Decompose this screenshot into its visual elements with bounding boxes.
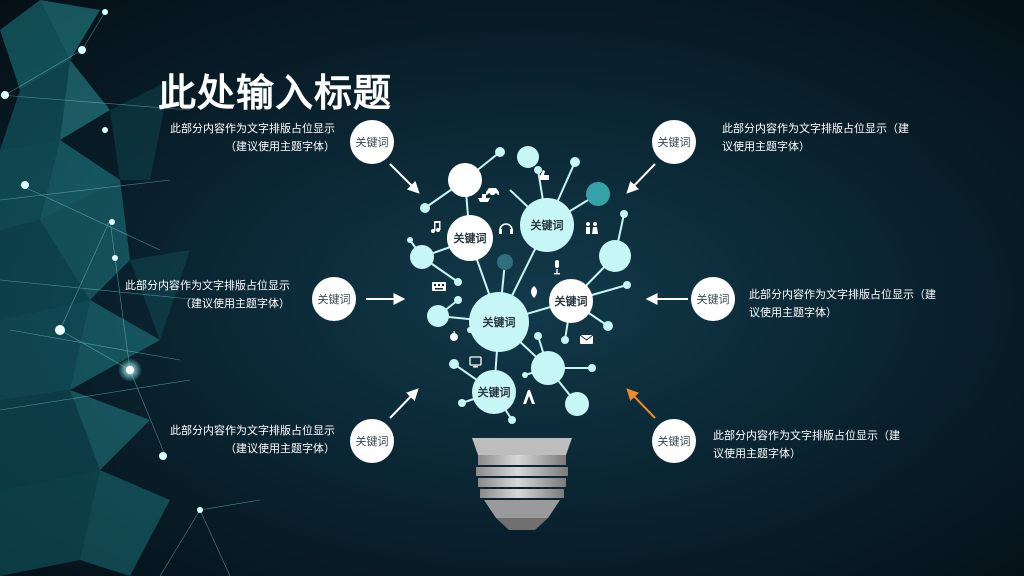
envelope-icon xyxy=(579,334,594,344)
polygon-mesh xyxy=(0,0,190,576)
leaf-icon xyxy=(531,286,537,298)
callout-text-bottom-left: 此部分内容作为文字排版占位显示 （建议使用主题字体） xyxy=(170,424,335,455)
bulb-socket xyxy=(472,438,572,530)
network-nodes xyxy=(1,9,203,513)
arrow-top-left xyxy=(389,163,420,194)
keyword-circle-bottom-right: 关键词 xyxy=(652,419,696,463)
keyword-circle-top-left: 关键词 xyxy=(350,120,394,164)
hub-label-3: 关键词 xyxy=(555,294,588,308)
arrow-top-right xyxy=(626,163,656,194)
arrow-bottom-right xyxy=(626,388,656,419)
callout-arrows xyxy=(366,163,688,419)
hub-label-2: 关键词 xyxy=(531,218,564,232)
car-icon xyxy=(486,188,499,197)
apple-icon xyxy=(450,331,458,341)
keyword-circle-bottom-left: 关键词 xyxy=(350,419,394,463)
eiffel-tower-icon xyxy=(523,390,535,404)
hub-label-1: 关键词 xyxy=(454,231,487,245)
network-lines xyxy=(0,11,261,576)
arrow-bottom-left xyxy=(389,388,419,419)
callout-text-mid-left: 此部分内容作为文字排版占位显示 （建议使用主题字体） xyxy=(125,279,290,310)
callout-text-mid-right: 此部分内容作为文字排版占位显示（建 议使用主题字体） xyxy=(749,288,936,319)
bulb-icons xyxy=(431,170,598,404)
keyword-circle-mid-right: 关键词 xyxy=(691,277,735,321)
ship-icon xyxy=(478,194,490,202)
bulb-hub-nodes xyxy=(447,198,593,414)
music-note-icon xyxy=(431,221,441,233)
callout-text-top-left: 此部分内容作为文字排版占位显示 （建议使用主题字体） xyxy=(170,122,335,153)
bulb-medium-nodes xyxy=(410,146,631,416)
hub-label-5: 关键词 xyxy=(478,385,511,399)
callout-text-bottom-right: 此部分内容作为文字排版占位显示（建 议使用主题字体） xyxy=(713,429,900,460)
bulb-small-nodes xyxy=(407,147,631,424)
keyboard-icon xyxy=(432,282,446,291)
page-title: 此处输入标题 xyxy=(158,71,393,115)
people-icon xyxy=(586,222,598,234)
hub-label-4: 关键词 xyxy=(483,315,516,329)
keyword-circle-top-right: 关键词 xyxy=(652,120,696,164)
microphone-icon xyxy=(554,260,560,275)
tv-icon xyxy=(469,356,482,368)
headphones-icon xyxy=(499,223,513,234)
keyword-circle-mid-left: 关键词 xyxy=(312,277,356,321)
callout-text-top-right: 此部分内容作为文字排版占位显示（建 议使用主题字体） xyxy=(722,122,909,153)
thumbs-up-icon xyxy=(540,170,549,180)
